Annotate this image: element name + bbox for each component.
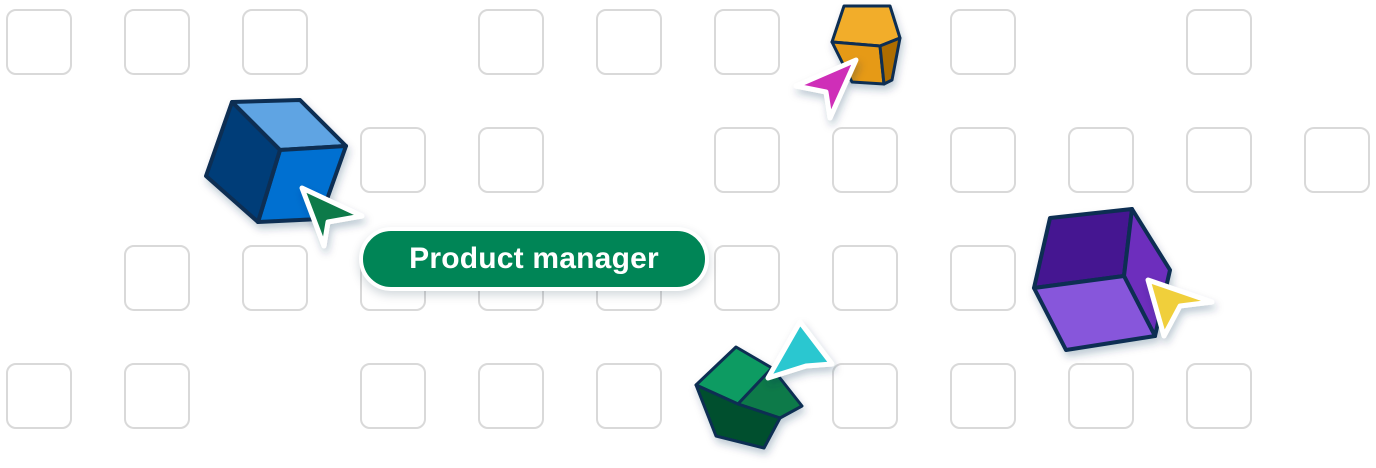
grid-tile — [714, 9, 780, 75]
grid-tile — [1068, 363, 1134, 429]
purple-cube-icon — [1032, 207, 1172, 352]
grid-tile — [478, 127, 544, 193]
grid-tile — [6, 9, 72, 75]
green-cursor-icon — [299, 185, 365, 249]
green-cube-icon — [694, 345, 804, 450]
grid-tile — [596, 363, 662, 429]
grid-tile — [950, 245, 1016, 311]
magenta-cursor-icon — [793, 57, 859, 121]
grid-tile — [832, 363, 898, 429]
cyan-cursor-icon — [765, 319, 835, 381]
grid-tile — [832, 245, 898, 311]
grid-tile — [832, 127, 898, 193]
grid-tile — [360, 363, 426, 429]
orange-cube-icon — [830, 4, 902, 86]
grid-tile — [950, 363, 1016, 429]
grid-tile — [596, 9, 662, 75]
grid-tile — [950, 9, 1016, 75]
grid-tile — [1186, 363, 1252, 429]
badge-label: Product manager — [409, 242, 659, 275]
grid-tile — [1068, 127, 1134, 193]
grid-tile — [124, 363, 190, 429]
grid-tile — [1186, 127, 1252, 193]
grid-tile — [124, 9, 190, 75]
grid-tile — [6, 363, 72, 429]
grid-tile — [124, 245, 190, 311]
grid-tile — [478, 9, 544, 75]
grid-tile — [950, 127, 1016, 193]
yellow-cursor-icon — [1145, 277, 1215, 339]
product-manager-badge: Product manager — [359, 227, 709, 291]
grid-tile — [360, 127, 426, 193]
grid-tile — [242, 9, 308, 75]
grid-tile — [1186, 9, 1252, 75]
grid-tile — [714, 127, 780, 193]
grid-tile — [242, 245, 308, 311]
grid-tile — [1304, 127, 1370, 193]
grid-tile — [714, 245, 780, 311]
grid-tile — [478, 363, 544, 429]
